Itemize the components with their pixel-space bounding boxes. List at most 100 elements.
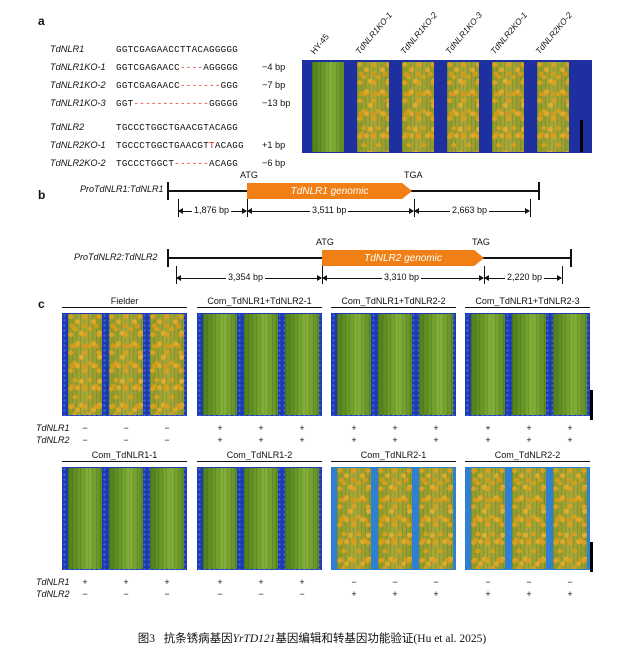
panel-c-genotype-sign: + — [433, 435, 439, 445]
panel-c-genotype-sign: − — [164, 435, 170, 445]
construct1-gene-box: TdNLR1 genomic — [247, 183, 412, 199]
panel-c-group-label: Com_TdNLR2-2 — [465, 450, 590, 462]
panel-c-genotype-sign: − — [526, 577, 532, 587]
panel-c-genotype-sign: + — [526, 435, 532, 445]
line-name: TdNLR1KO-3 — [443, 10, 485, 57]
panel-c-genotype-sign: + — [351, 435, 357, 445]
construct2-genomic-length: 3,310 bp — [382, 272, 422, 282]
panel-c-leaf — [203, 468, 237, 569]
group-underline — [62, 461, 187, 462]
panel-c-genotype-sign: − — [82, 423, 88, 433]
panel-c-leaf — [68, 468, 102, 569]
panel-a-leaf-2 — [402, 62, 434, 152]
seq-mutation: ------ — [174, 158, 210, 169]
seq-mutation: ------------- — [133, 98, 210, 109]
panel-c-genotype-sign: + — [485, 589, 491, 599]
panel-c-genotype-sign: − — [351, 577, 357, 587]
panel-c-leaf — [553, 314, 587, 415]
panel-c-leaf — [378, 468, 412, 569]
caption-prefix: 图3 — [137, 633, 155, 645]
panel-a-line-label-5: TdNLR2KO-2 — [533, 10, 574, 56]
panel-c-genotype-sign: − — [217, 589, 223, 599]
panel-c-row-label: TdNLR2 — [36, 435, 70, 445]
panel-c-genotype-sign: + — [299, 423, 305, 433]
panel-a-line-label-3: TdNLR1KO-3 — [443, 10, 484, 56]
panel-c-leaf — [285, 314, 319, 415]
c1-dim-tick4 — [530, 199, 531, 217]
seq-mutation: T — [209, 140, 215, 151]
panel-c-group-label: Com_TdNLR1-2 — [197, 450, 322, 462]
panel-c-genotype-sign: + — [299, 435, 305, 445]
panel-c-genotype-sign: − — [123, 589, 129, 599]
construct2-gene-box: TdNLR2 genomic — [322, 250, 484, 266]
scale-bar-a — [580, 120, 583, 152]
construct1-right-end — [538, 182, 540, 200]
panel-c-genotype-sign: + — [567, 589, 573, 599]
panel-c-group-label: Com_TdNLR1+TdNLR2-2 — [331, 296, 456, 308]
panel-c-genotype-sign: + — [392, 423, 398, 433]
seq-main: GGTCGAGAACC — [116, 62, 180, 73]
panel-c-genotype-sign: + — [217, 423, 223, 433]
seq-row-change-6: −6 bp — [262, 158, 286, 168]
seq-row-sequence-0: GGTCGAGAACCTTACAGGGGG — [116, 44, 238, 55]
panel-c-genotype-sign: + — [164, 577, 170, 587]
panel-c-genotype-sign: − — [164, 423, 170, 433]
panel-c-genotype-sign: − — [164, 589, 170, 599]
panel-c-group-label: Com_TdNLR1-1 — [62, 450, 187, 462]
construct2-terminator-length: 2,220 bp — [505, 272, 545, 282]
panel-c-genotype-sign: + — [299, 577, 305, 587]
panel-c-genotype-sign: + — [217, 577, 223, 587]
construct1-start-codon: ATG — [240, 170, 258, 180]
panel-c-leaf — [512, 468, 546, 569]
caption-text1: 抗条锈病基因 — [163, 633, 233, 645]
construct1-left-end — [167, 182, 169, 200]
group-underline — [62, 307, 187, 308]
panel-a-leaf-3 — [447, 62, 479, 152]
panel-c-leaf — [419, 468, 453, 569]
group-underline — [331, 307, 456, 308]
panel-a-leaf-0 — [312, 62, 344, 152]
panel-c-leaf — [512, 314, 546, 415]
panel-c-leaf — [378, 314, 412, 415]
panel-c-row-label: TdNLR1 — [36, 577, 70, 587]
panel-a-leaf-4 — [492, 62, 524, 152]
panel-c-genotype-sign: + — [433, 423, 439, 433]
panel-c-leaf — [203, 314, 237, 415]
panel-c-genotype-sign: + — [567, 423, 573, 433]
panel-c-group-label: Fielder — [62, 296, 187, 308]
seq-row-label-1: TdNLR1KO-1 — [50, 62, 106, 72]
construct2-start-codon: ATG — [316, 237, 334, 247]
panel-c-genotype-sign: − — [123, 435, 129, 445]
seq-row-label-5: TdNLR2KO-1 — [50, 140, 106, 150]
panel-c-genotype-sign: + — [392, 589, 398, 599]
panel-c-genotype-sign: + — [392, 435, 398, 445]
seq-row-label-0: TdNLR1 — [50, 44, 85, 54]
line-name: HY-45 — [308, 31, 331, 56]
construct2-stop-codon: TAG — [472, 237, 490, 247]
panel-a-line-label-2: TdNLR1KO-2 — [398, 10, 439, 56]
panel-a-leaf-1 — [357, 62, 389, 152]
panel-c-leaf — [337, 468, 371, 569]
panel-c-leaf — [244, 468, 278, 569]
panel-c-leaf — [553, 468, 587, 569]
panel-c-genotype-sign: + — [567, 435, 573, 445]
line-name: TdNLR1KO-1 — [353, 10, 395, 57]
panel-c-genotype-sign: − — [299, 589, 305, 599]
panel-c-genotype-sign: − — [433, 577, 439, 587]
panel-a-leaf-5 — [537, 62, 569, 152]
panel-c-leaf — [471, 468, 505, 569]
seq-row-label-3: TdNLR1KO-3 — [50, 98, 106, 108]
seq-tail: AGGGGG — [203, 62, 239, 73]
seq-main: GGTCGAGAACC — [116, 80, 180, 91]
panel-c-leaf — [337, 314, 371, 415]
panel-c-leaf — [68, 314, 102, 415]
line-name: TdNLR1KO-2 — [398, 10, 440, 57]
caption-gene: YrTD121 — [232, 633, 276, 645]
panel-c-genotype-sign: + — [526, 423, 532, 433]
panel-c-genotype-sign: + — [526, 589, 532, 599]
seq-row-change-5: +1 bp — [262, 140, 286, 150]
panel-c-group-label: Com_TdNLR1+TdNLR2-3 — [465, 296, 590, 308]
construct1-stop-codon: TGA — [404, 170, 423, 180]
seq-tail: ACAGG — [209, 158, 239, 169]
seq-row-change-2: −7 bp — [262, 80, 286, 90]
